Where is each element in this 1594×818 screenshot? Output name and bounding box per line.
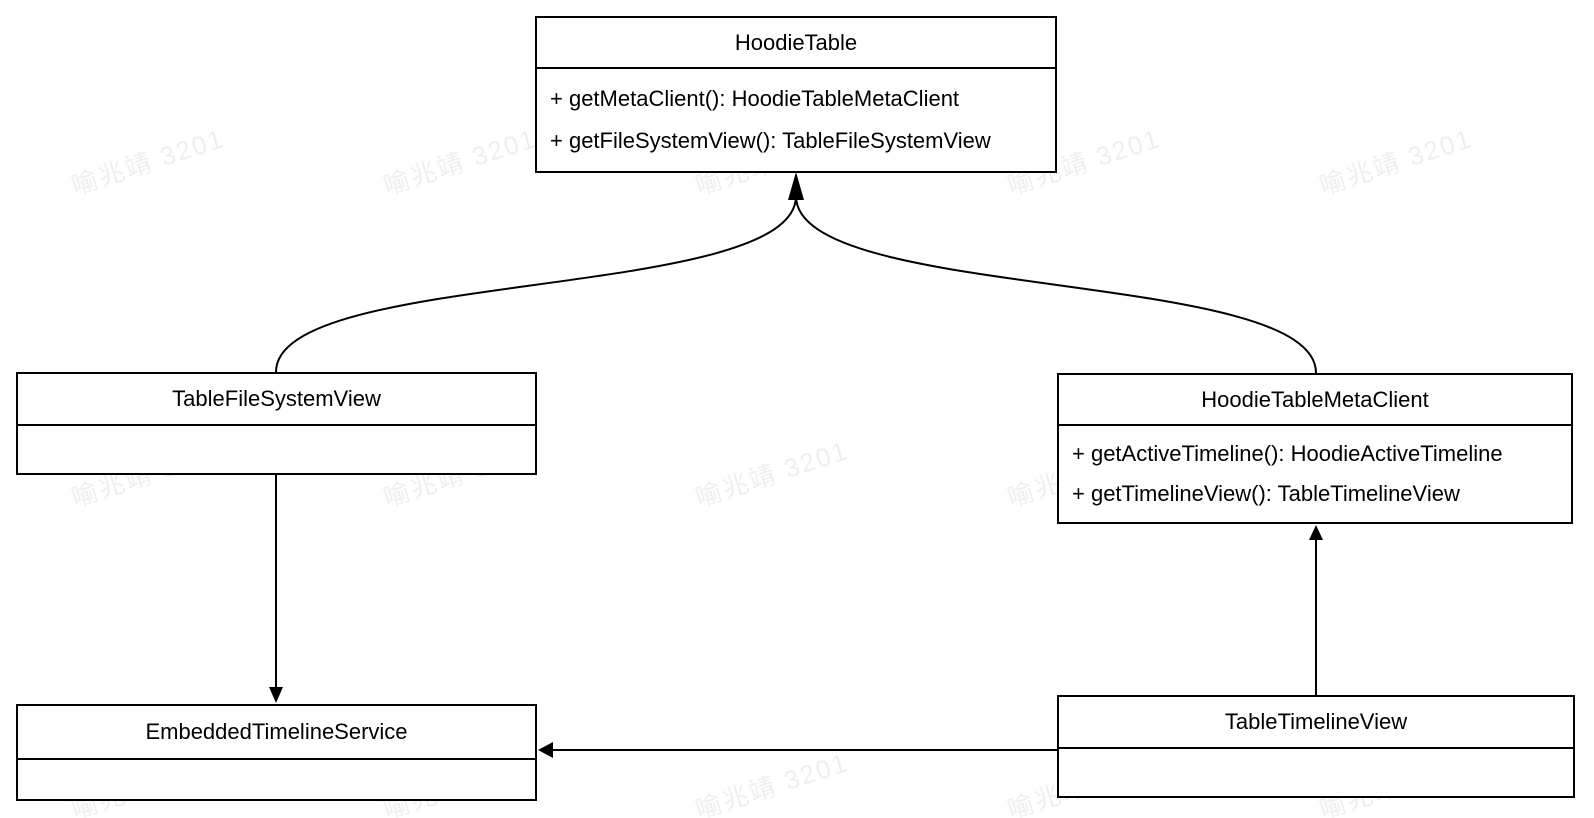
class-methods-empty [18,426,535,473]
class-box-hoodietablemetaclient: HoodieTableMetaClient + getActiveTimelin… [1057,373,1573,524]
class-methods-empty [1059,749,1573,796]
class-box-embeddedtimelineservice: EmbeddedTimelineService [16,704,537,801]
class-title: EmbeddedTimelineService [18,706,535,760]
class-title: TableTimelineView [1059,697,1573,749]
method-getactivetimeline: + getActiveTimeline(): HoodieActiveTimel… [1072,440,1503,466]
class-title: HoodieTableMetaClient [1059,375,1571,426]
class-title: TableFileSystemView [18,374,535,426]
method-getfilesystemview: + getFileSystemView(): TableFileSystemVi… [550,128,991,154]
arrowhead-left-embeddedtimelineservice-icon [538,742,553,758]
class-box-hoodietable: HoodieTable + getMetaClient(): HoodieTab… [535,16,1057,173]
arrowhead-down-embeddedtimelineservice-icon [269,687,283,703]
class-methods: + getActiveTimeline(): HoodieActiveTimel… [1059,426,1571,522]
arrowhead-up-hoodietable-icon [788,172,804,200]
class-title: HoodieTable [537,18,1055,69]
arrowhead-up-hoodietablemetaclient-icon [1309,525,1323,540]
class-box-tablefilesystemview: TableFileSystemView [16,372,537,475]
edge-tablefilesystemview-to-hoodietable [275,195,797,373]
method-gettimelineview: + getTimelineView(): TableTimelineView [1072,481,1460,507]
class-methods-empty [18,760,535,799]
edge-hoodietablemetaclient-to-hoodietable [795,195,1317,374]
class-methods: + getMetaClient(): HoodieTableMetaClient… [537,69,1055,171]
method-getmetaclient: + getMetaClient(): HoodieTableMetaClient [550,85,960,111]
class-box-tabletimelineview: TableTimelineView [1057,695,1575,798]
